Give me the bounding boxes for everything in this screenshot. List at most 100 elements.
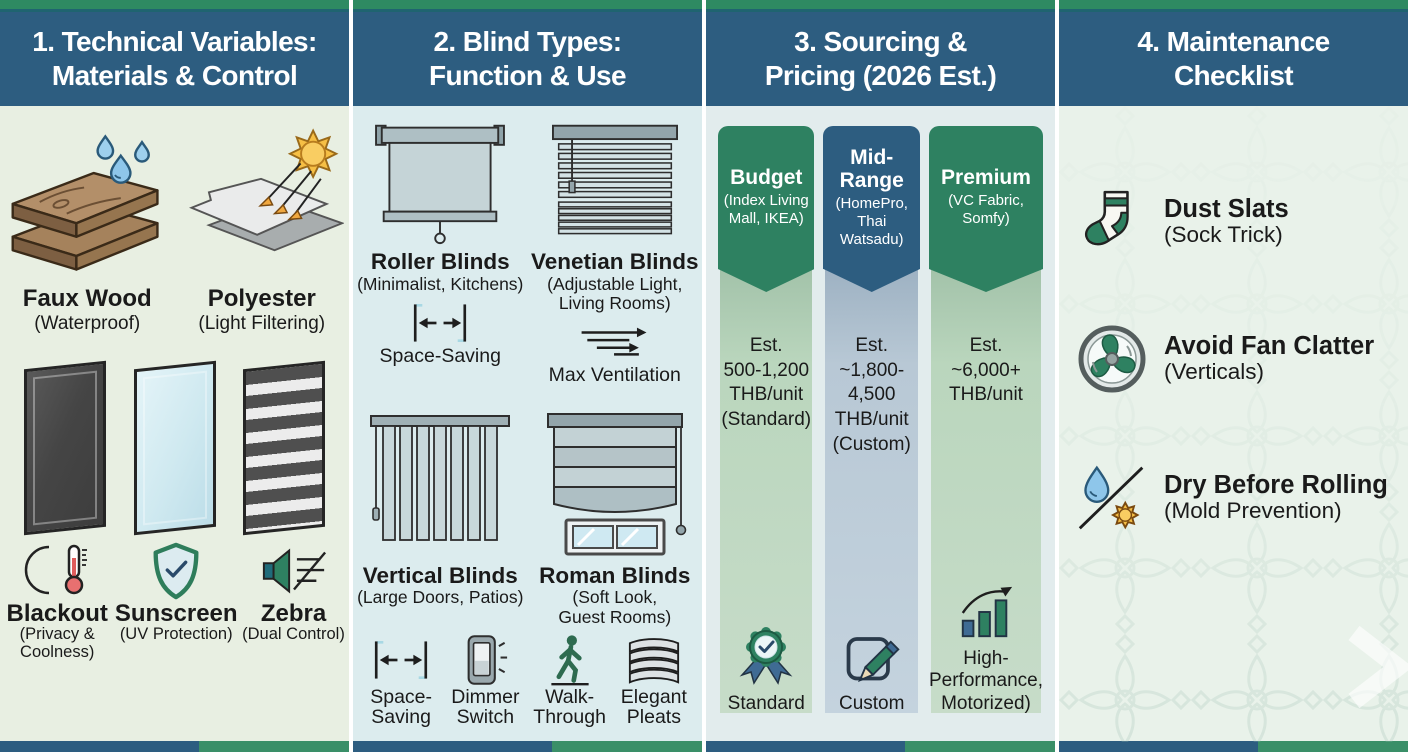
feature-icons-row: Space- Saving Dimmer Switch xyxy=(353,627,702,728)
top-strip xyxy=(706,0,1055,9)
pricing-tiers: Budget (Index Living Mall, IKEA) Est. 50… xyxy=(706,106,1055,741)
growth-chart-icon xyxy=(955,574,1017,642)
check-name: Dry Before Rolling xyxy=(1164,470,1388,499)
tier-budget: Budget (Index Living Mall, IKEA) Est. 50… xyxy=(718,126,815,741)
blind-row-bottom: Vertical Blinds (Large Doors, Patios) xyxy=(353,386,702,627)
tier-price: Est. 500-1,200 THB/unit (Standard) xyxy=(721,335,812,431)
materials-row: Faux Wood (Waterproof) xyxy=(0,106,349,335)
check-dry-before-rolling: Dry Before Rolling (Mold Prevention) xyxy=(1075,462,1396,534)
column-technical-variables: 1. Technical Variables: Materials & Cont… xyxy=(0,0,349,752)
roman-blind-illustration xyxy=(540,408,690,560)
feature-space-saving: Space- Saving xyxy=(359,633,443,728)
feature-label: Space- Saving xyxy=(370,685,433,729)
feature-label: Max Ventilation xyxy=(548,364,681,387)
tier-sub: (Index Living Mall, IKEA) xyxy=(723,191,809,228)
venetian-blind-illustration xyxy=(540,120,690,246)
blind-sub: (Minimalist, Kitchens) xyxy=(357,273,524,294)
check-sub: (Sock Trick) xyxy=(1164,222,1283,248)
tier-sub: (HomePro, Thai Watsadu) xyxy=(835,194,908,249)
check-dust-slats: Dust Slats (Sock Trick) xyxy=(1075,188,1396,256)
column4-title: 4. Maintenance Checklist xyxy=(1059,12,1408,106)
tier-name: Premium xyxy=(941,166,1031,190)
width-arrows-icon xyxy=(366,633,436,687)
check-text: Dry Before Rolling (Mold Prevention) xyxy=(1164,470,1388,524)
feature-label: Walk- Through xyxy=(533,685,606,729)
top-strip-line xyxy=(706,9,1055,12)
check-sub: (Mold Prevention) xyxy=(1164,498,1342,524)
column-blind-types: 2. Blind Types: Function & Use xyxy=(353,0,702,752)
bottom-strip xyxy=(353,741,702,752)
dimmer-switch-icon xyxy=(457,633,513,687)
blind-name: Roman Blinds xyxy=(539,562,691,588)
blind-vertical: Vertical Blinds (Large Doors, Patios) xyxy=(353,408,528,627)
feature-label: Elegant Pleats xyxy=(620,685,687,729)
feature-label: Space-Saving xyxy=(379,345,501,367)
top-strip-line xyxy=(0,9,349,12)
wood-planks-water-drops-icon xyxy=(5,118,169,286)
tier-name: Mid- Range xyxy=(839,145,904,193)
fabric-name: Sunscreen xyxy=(114,599,238,627)
blind-name: Vertical Blinds xyxy=(362,562,518,588)
feature-dimmer-switch: Dimmer Switch xyxy=(443,633,527,728)
fabric-name: Blackout xyxy=(6,599,108,627)
top-strip-line xyxy=(353,9,702,12)
tier-caption: Standard xyxy=(727,692,805,714)
premium-ribbon: Premium (VC Fabric, Somfy) xyxy=(928,126,1044,269)
walking-person-icon xyxy=(544,633,596,687)
material-name: Faux Wood xyxy=(22,285,152,312)
material-sub: (Light Filtering) xyxy=(198,312,326,334)
speaker-slats-icon xyxy=(259,541,329,601)
material-faux-wood: Faux Wood (Waterproof) xyxy=(0,118,175,335)
blackout-panel xyxy=(24,360,106,536)
check-name: Avoid Fan Clatter xyxy=(1164,331,1375,360)
sock-icon xyxy=(1075,188,1149,256)
airflow-arrows-icon xyxy=(571,319,659,365)
column-maintenance: 4. Maintenance Checklist xyxy=(1059,0,1408,752)
blind-venetian: Venetian Blinds (Adjustable Light, Livin… xyxy=(528,120,703,386)
tier-price: Est. ~1,800- 4,500 THB/unit (Custom) xyxy=(832,335,911,455)
vertical-blind-illustration xyxy=(365,408,515,560)
column1-content: Faux Wood (Waterproof) xyxy=(0,106,349,741)
column3-title: 3. Sourcing & Pricing (2026 Est.) xyxy=(706,12,1055,106)
column1-title: 1. Technical Variables: Materials & Cont… xyxy=(0,12,349,106)
pencil-edit-icon xyxy=(841,619,903,687)
fabric-sub: (UV Protection) xyxy=(119,624,233,643)
blind-sub: (Large Doors, Patios) xyxy=(357,587,524,608)
sunscreen-panel xyxy=(133,360,216,536)
column-sourcing-pricing: 3. Sourcing & Pricing (2026 Est.) Budget… xyxy=(706,0,1055,752)
fabric-panels-row xyxy=(0,335,349,536)
feature-label: Dimmer Switch xyxy=(451,685,520,729)
tier-premium: Premium (VC Fabric, Somfy) Est. ~6,000+ … xyxy=(928,126,1044,741)
bottom-strip xyxy=(0,741,349,752)
mid-range-ribbon: Mid- Range (HomePro, Thai Watsadu) xyxy=(823,126,920,269)
blind-row-top: Roller Blinds (Minimalist, Kitchens) xyxy=(353,106,702,386)
feature-walk-through: Walk- Through xyxy=(528,633,612,728)
tier-name: Budget xyxy=(730,166,803,190)
shield-check-icon xyxy=(150,541,202,601)
chevron-right-arrow xyxy=(1348,625,1408,709)
tier-caption: Custom xyxy=(838,692,905,714)
fabric-blackout: Blackout (Privacy & Coolness) xyxy=(2,541,112,662)
tier-sub: (VC Fabric, Somfy) xyxy=(948,191,1024,228)
maintenance-checklist: Dust Slats (Sock Trick) xyxy=(1059,106,1408,534)
tier-price: Est. ~6,000+ THB/unit xyxy=(949,335,1023,406)
check-avoid-fan-clatter: Avoid Fan Clatter (Verticals) xyxy=(1075,324,1396,394)
feature-elegant-pleats: Elegant Pleats xyxy=(612,633,696,728)
fabric-sub: (Privacy & Coolness) xyxy=(19,624,95,661)
top-strip xyxy=(0,0,349,9)
material-polyester: Polyester (Light Filtering) xyxy=(175,118,350,335)
fabric-labels-row: Blackout (Privacy & Coolness) Sunscreen … xyxy=(0,531,349,662)
pleats-icon xyxy=(622,633,686,687)
blind-sub: (Soft Look, Guest Rooms) xyxy=(558,587,672,627)
drop-slash-sun-icon xyxy=(1075,462,1149,534)
check-text: Avoid Fan Clatter (Verticals) xyxy=(1164,331,1375,385)
fabric-sunscreen: Sunscreen (UV Protection) xyxy=(112,541,240,662)
fabric-sub: (Dual Control) xyxy=(242,624,345,643)
check-sub: (Verticals) xyxy=(1164,359,1265,385)
blind-sub: (Adjustable Light, Living Rooms) xyxy=(547,273,683,313)
check-name: Dust Slats xyxy=(1164,194,1289,223)
column2-title: 2. Blind Types: Function & Use xyxy=(353,12,702,106)
roller-blind-illustration xyxy=(365,120,515,246)
zebra-panel xyxy=(243,360,325,536)
